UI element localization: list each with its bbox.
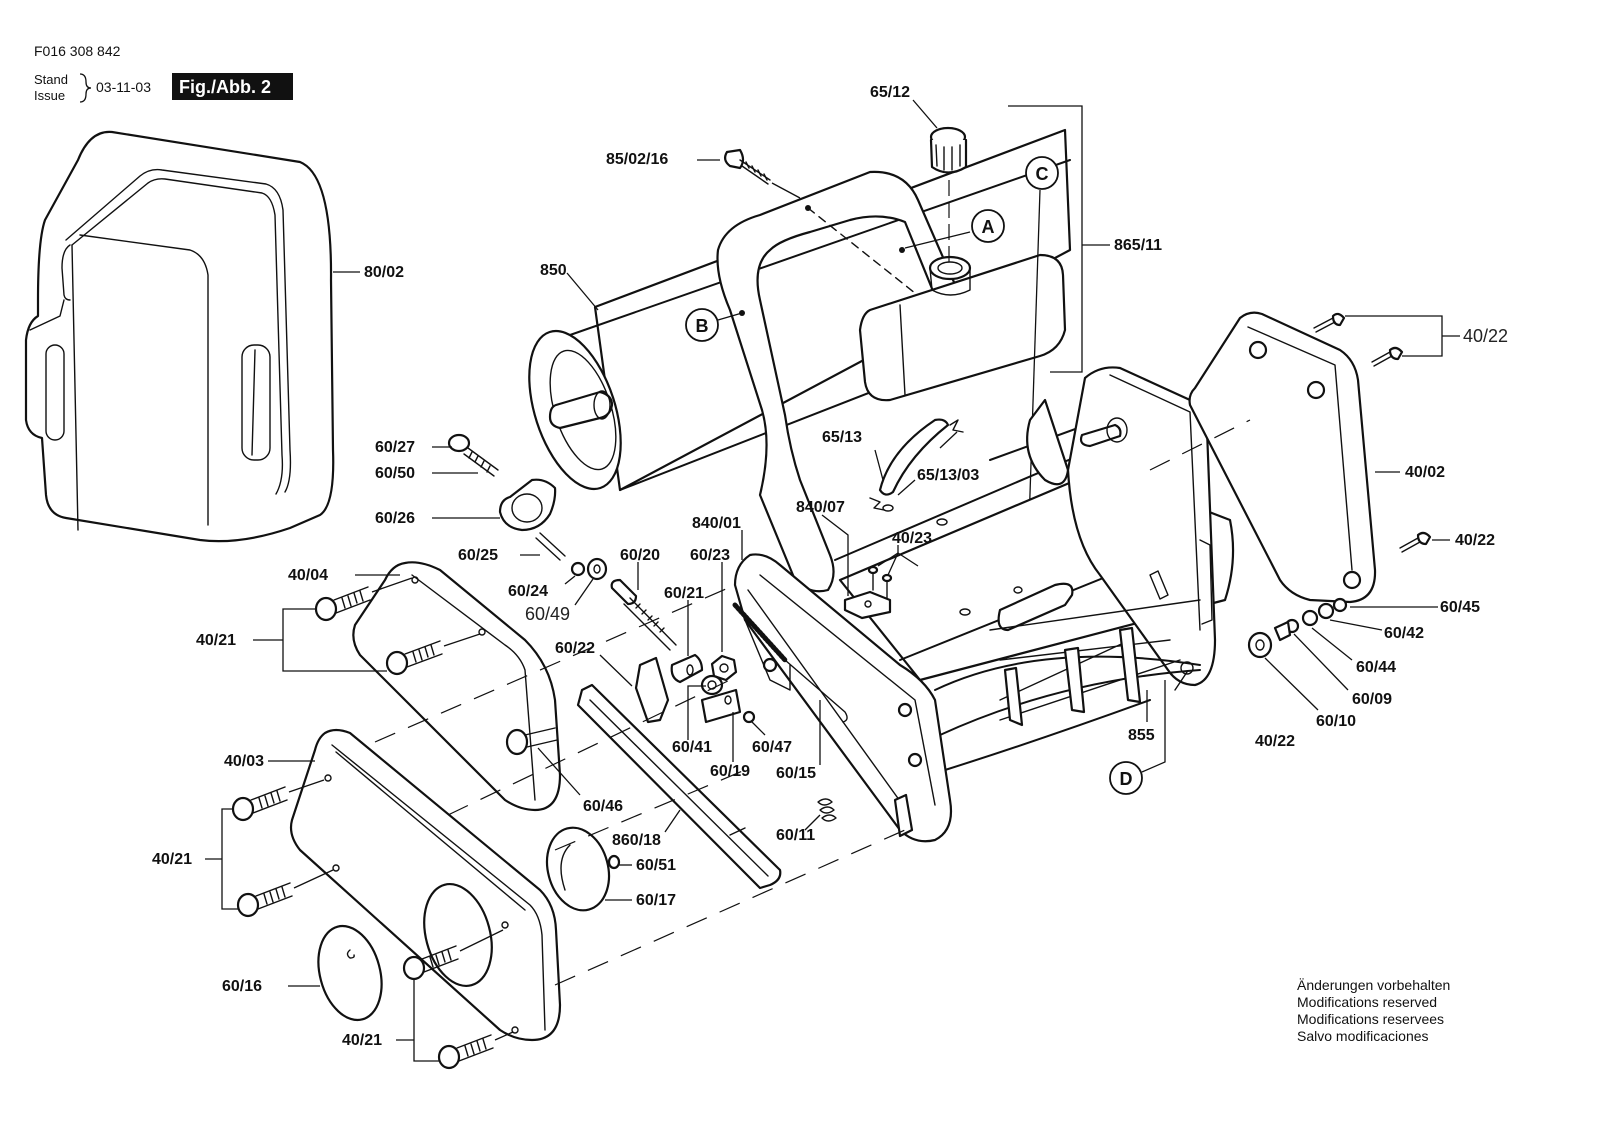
notice-line-es: Salvo modificaciones <box>1297 1028 1429 1044</box>
cutting-cylinder: 855 D <box>934 599 1201 795</box>
screw-85-02-16: 85/02/16 <box>606 148 801 199</box>
label-60-49: 60/49 <box>525 604 570 624</box>
screws-40-21-bottom: 40/21 <box>342 929 514 1070</box>
label-60-26: 60/26 <box>375 510 415 527</box>
issue-date: 03-11-03 <box>96 79 151 95</box>
label-40-03: 40/03 <box>224 753 264 770</box>
label-60-44: 60/44 <box>1356 659 1396 676</box>
label-80-02: 80/02 <box>364 264 404 281</box>
label-60-11: 60/11 <box>776 827 815 844</box>
label-40-22-mid: 40/22 <box>1455 532 1495 549</box>
disc-60-17: 60/51 60/17 <box>545 826 676 912</box>
label-60-16: 60/16 <box>222 978 262 995</box>
fuel-tank: 65/12 <box>858 84 1067 402</box>
label-60-22: 60/22 <box>555 640 595 657</box>
figure-badge-bg <box>172 73 293 100</box>
side-cover-40-02: 40/02 <box>1188 311 1445 604</box>
nut-and-brackets: 60/23 60/21 60/22 <box>555 547 738 724</box>
washers-60-24-60-49: 60/24 60/49 <box>508 557 608 624</box>
label-40-21-b: 40/21 <box>152 851 192 868</box>
label-group-60-46: 60/46 <box>537 747 623 815</box>
modifications-notice: Änderungen vorbehalten Modifications res… <box>1297 977 1450 1044</box>
label-65-12: 65/12 <box>870 84 910 101</box>
label-40-23: 40/23 <box>892 530 932 547</box>
ref-b-text: B <box>696 316 709 336</box>
screw-40-22-mid: 40/22 <box>1399 531 1495 553</box>
screws-40-22-top: 40/22 <box>1313 312 1508 367</box>
label-60-27: 60/27 <box>375 439 415 456</box>
label-40-21-c: 40/21 <box>342 1032 382 1049</box>
brace-icon <box>79 73 92 103</box>
bottom-blade-860-18: 860/18 <box>576 683 782 890</box>
label-860-18: 860/18 <box>612 832 661 849</box>
figure-badge: Fig./Abb. 2 <box>179 77 271 97</box>
grass-box-cover-80-02: 80/02 <box>24 130 404 543</box>
label-60-45: 60/45 <box>1440 599 1480 616</box>
label-60-23: 60/23 <box>690 547 730 564</box>
label-65-13-03: 65/13/03 <box>917 467 979 484</box>
motor-850: 850 <box>528 128 1072 492</box>
adjuster-knob-assembly: 60/27 60/50 60/26 60/25 <box>375 433 566 564</box>
document-number: F016 308 842 <box>34 43 121 59</box>
label-40-22-top: 40/22 <box>1463 326 1508 346</box>
stand-label: Stand <box>34 72 68 87</box>
right-side-plate <box>1066 366 1217 687</box>
ref-a-text: A <box>982 217 995 237</box>
screws-40-21-lower-left: 40/21 <box>152 779 334 918</box>
label-60-42: 60/42 <box>1384 625 1424 642</box>
label-40-04: 40/04 <box>288 567 328 584</box>
label-60-21: 60/21 <box>664 585 704 602</box>
label-840-01: 840/01 <box>692 515 741 532</box>
label-40-21-a: 40/21 <box>196 632 236 649</box>
label-60-09: 60/09 <box>1352 691 1392 708</box>
disc-60-16: 60/16 <box>222 924 383 1022</box>
issue-label: Issue <box>34 88 65 103</box>
notice-line-en: Modifications reserved <box>1297 994 1437 1010</box>
label-60-17: 60/17 <box>636 892 676 909</box>
assembly-guide-lines <box>374 419 1251 986</box>
side-frame-840-01: 840/01 <box>692 515 953 843</box>
label-855: 855 <box>1128 727 1155 744</box>
label-60-20: 60/20 <box>620 547 660 564</box>
plate-and-washer: 60/41 60/19 60/47 <box>672 674 792 780</box>
side-cover-40-03: 40/03 <box>224 728 562 1042</box>
clip-840-07: 840/07 40/23 <box>796 499 932 620</box>
header-block: F016 308 842 Stand Issue 03-11-03 Fig./A… <box>34 43 293 103</box>
label-60-50: 60/50 <box>375 465 415 482</box>
label-60-25: 60/25 <box>458 547 498 564</box>
label-865-11: 865/11 <box>1114 237 1162 254</box>
label-65-13: 65/13 <box>822 429 862 446</box>
spring-60-11: 60/11 <box>776 798 837 844</box>
label-850: 850 <box>540 262 567 279</box>
label-40-22-low: 40/22 <box>1255 733 1295 750</box>
screws-40-21-upper: 40/21 <box>196 577 481 676</box>
side-cover-40-04: 40/04 <box>288 561 562 812</box>
label-840-07: 840/07 <box>796 499 845 516</box>
label-60-51: 60/51 <box>636 857 676 874</box>
hose-65-13: 65/13 65/13/03 <box>822 418 979 511</box>
label-40-02: 40/02 <box>1405 464 1445 481</box>
screw-60-20: 60/20 <box>610 547 677 651</box>
label-60-46: 60/46 <box>583 798 623 815</box>
ref-marker-b: B <box>685 308 743 342</box>
spring-60-15: 60/15 <box>732 602 848 782</box>
notice-line-fr: Modifications reservees <box>1297 1011 1444 1027</box>
label-60-19: 60/19 <box>710 763 750 780</box>
label-60-10: 60/10 <box>1316 713 1356 730</box>
label-60-24: 60/24 <box>508 583 548 600</box>
ref-marker-a: A <box>904 209 1005 249</box>
washer-stack: 60/45 60/42 60/44 60/09 60/10 40/22 <box>1247 597 1480 750</box>
ref-c-text: C <box>1036 164 1049 184</box>
ref-d-text: D <box>1120 769 1133 789</box>
label-60-15: 60/15 <box>776 765 816 782</box>
bracket-865-11: 865/11 <box>1008 105 1162 373</box>
notice-line-de: Änderungen vorbehalten <box>1297 977 1450 993</box>
label-85-02-16: 85/02/16 <box>606 151 668 168</box>
label-60-47: 60/47 <box>752 739 792 756</box>
label-60-41: 60/41 <box>672 739 712 756</box>
